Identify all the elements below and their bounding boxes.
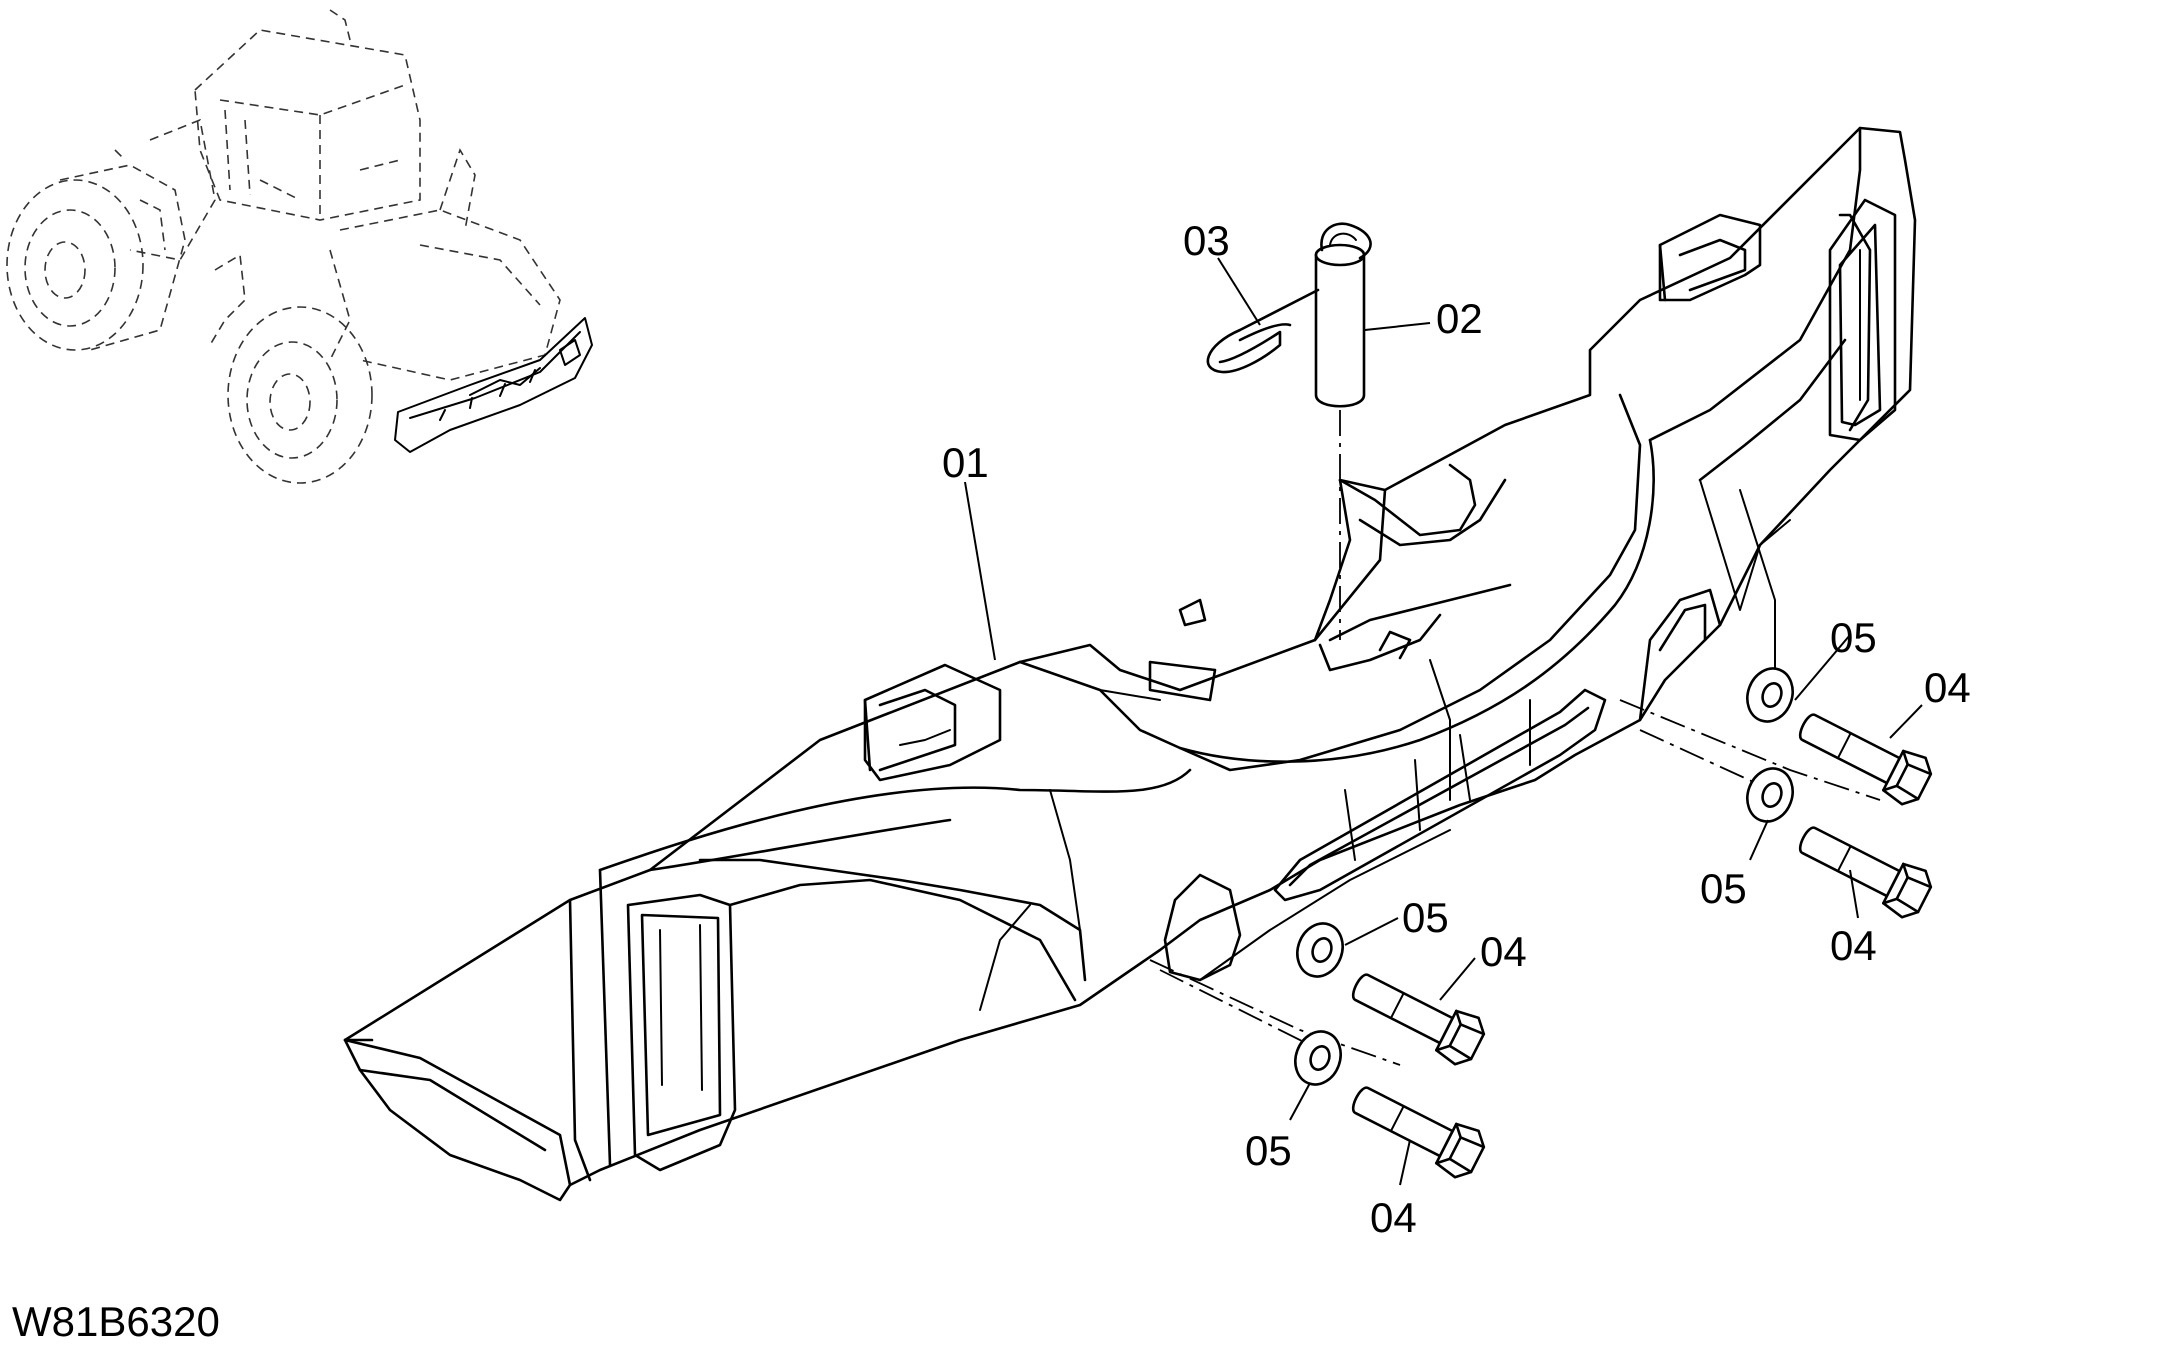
clip-part — [1206, 288, 1320, 374]
callout-05-washer-lower-1: 05 — [1402, 894, 1449, 941]
pin-part — [1314, 222, 1372, 408]
bolt-centerline-lower-2 — [1159, 969, 1311, 1046]
callout-labels: 01 02 03 05 04 05 04 05 04 05 04 — [942, 217, 1971, 1241]
bolt-centerline-upper-2 — [1639, 729, 1761, 786]
callout-05-washer-lower-2: 05 — [1245, 1127, 1292, 1174]
callout-04-bolt-lower-1: 04 — [1480, 928, 1527, 975]
callout-01: 01 — [942, 439, 989, 486]
bolt-upper-2 — [1798, 826, 1933, 919]
drawing-code: W81B6320 — [12, 1298, 220, 1345]
callout-04-bolt-upper-1: 04 — [1924, 664, 1971, 711]
washer-lower-2 — [1294, 1030, 1342, 1086]
bolt-lower-1 — [1351, 973, 1486, 1066]
bolt-centerline-upper — [1619, 699, 1881, 801]
bolt-centerline-lower — [1149, 959, 1401, 1066]
washer-upper-1 — [1746, 667, 1794, 723]
washer-lower-1 — [1296, 922, 1344, 978]
bolt-lower-2 — [1351, 1086, 1486, 1179]
washer-upper-2 — [1746, 767, 1794, 823]
callout-02: 02 — [1436, 295, 1483, 342]
callout-04-bolt-upper-2: 04 — [1830, 922, 1877, 969]
callout-04-bolt-lower-2: 04 — [1370, 1194, 1417, 1241]
counterweight-body — [343, 126, 1917, 1202]
callout-05-washer-upper-2: 05 — [1700, 865, 1747, 912]
callout-05-washer-upper-1: 05 — [1830, 614, 1877, 661]
machine-overview-illustration — [6, 9, 593, 484]
callout-03: 03 — [1183, 217, 1230, 264]
bolt-upper-1 — [1798, 713, 1933, 806]
leader-lines — [964, 257, 1923, 1186]
